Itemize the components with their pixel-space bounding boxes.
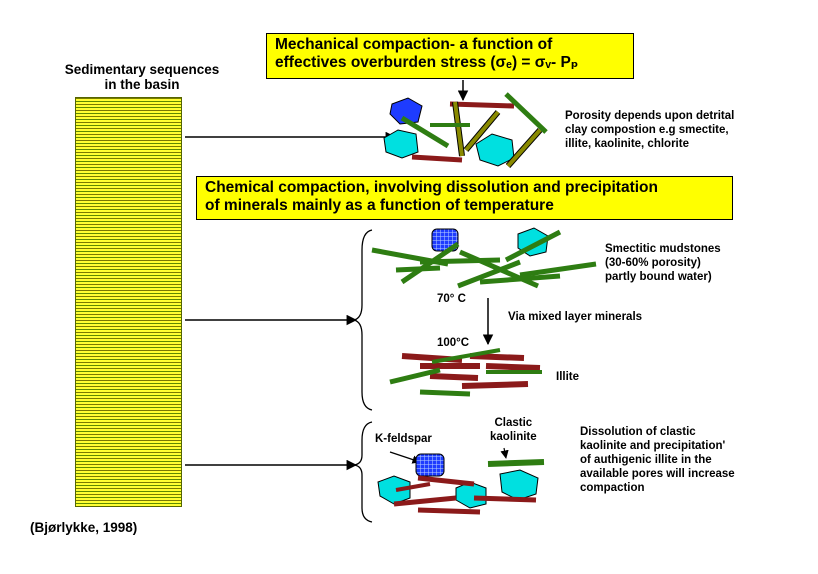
smectitic-line3: partly bound water)	[605, 271, 712, 283]
mechanical-compaction-box: Mechanical compaction- a function of eff…	[266, 33, 634, 79]
citation: (Bjørlykke, 1998)	[30, 520, 138, 535]
dissolution-line2: kaolinite and precipitation'	[580, 440, 726, 452]
illite-cluster	[389, 348, 542, 397]
dissolution-line1: Dissolution of clastic	[580, 426, 696, 438]
temp-100-label: 100°C	[437, 337, 470, 349]
brace-chemical	[353, 229, 373, 411]
smectitic-note: Smectitic mudstones (30-60% porosity) pa…	[605, 242, 721, 284]
mechanical-line2: effectives overburden stress (σₑ) = σᵥ- …	[275, 54, 579, 71]
sediment-column	[75, 97, 182, 507]
dissolution-line3: of authigenic illite in the	[580, 454, 712, 466]
clastic-kaolinite-label: Clastic kaolinite	[490, 416, 537, 444]
chemical-compaction-box: Chemical compaction, involving dissoluti…	[196, 176, 733, 220]
dissolution-note: Dissolution of clastic kaolinite and pre…	[580, 425, 735, 495]
smectitic-line2: (30-60% porosity)	[605, 257, 701, 269]
temp-70-label: 70° C	[437, 293, 466, 305]
via-mixed-label: Via mixed layer minerals	[508, 311, 643, 323]
sequence-title-line2: in the basin	[104, 77, 180, 92]
chemical-line1: Chemical compaction, involving dissoluti…	[205, 179, 658, 196]
clastic-line1: Clastic	[494, 417, 533, 429]
k-feldspar-label: K-feldspar	[375, 433, 432, 445]
brace-dissolution	[353, 421, 373, 523]
smectite-cluster	[371, 227, 597, 289]
mechanical-grain-cluster	[383, 92, 548, 168]
porosity-line1: Porosity depends upon detrital	[565, 110, 735, 122]
smectitic-line1: Smectitic mudstones	[605, 243, 721, 255]
sequence-title-line1: Sedimentary sequences	[64, 62, 220, 77]
mechanical-line1: Mechanical compaction- a function of	[275, 36, 553, 53]
chemical-line2: of minerals mainly as a function of temp…	[205, 197, 554, 214]
dissolution-cluster	[377, 447, 545, 515]
porosity-line2: clay compostion e.g smectite,	[565, 124, 729, 136]
illite-label: Illite	[556, 371, 580, 383]
porosity-note: Porosity depends upon detrital clay comp…	[565, 109, 734, 151]
porosity-line3: illite, kaolinite, chlorite	[565, 138, 689, 150]
clastic-line2: kaolinite	[490, 431, 537, 443]
sequence-title: Sedimentary sequences in the basin	[52, 62, 232, 92]
dissolution-line4: available pores will increase	[580, 468, 735, 480]
dissolution-line5: compaction	[580, 482, 645, 494]
